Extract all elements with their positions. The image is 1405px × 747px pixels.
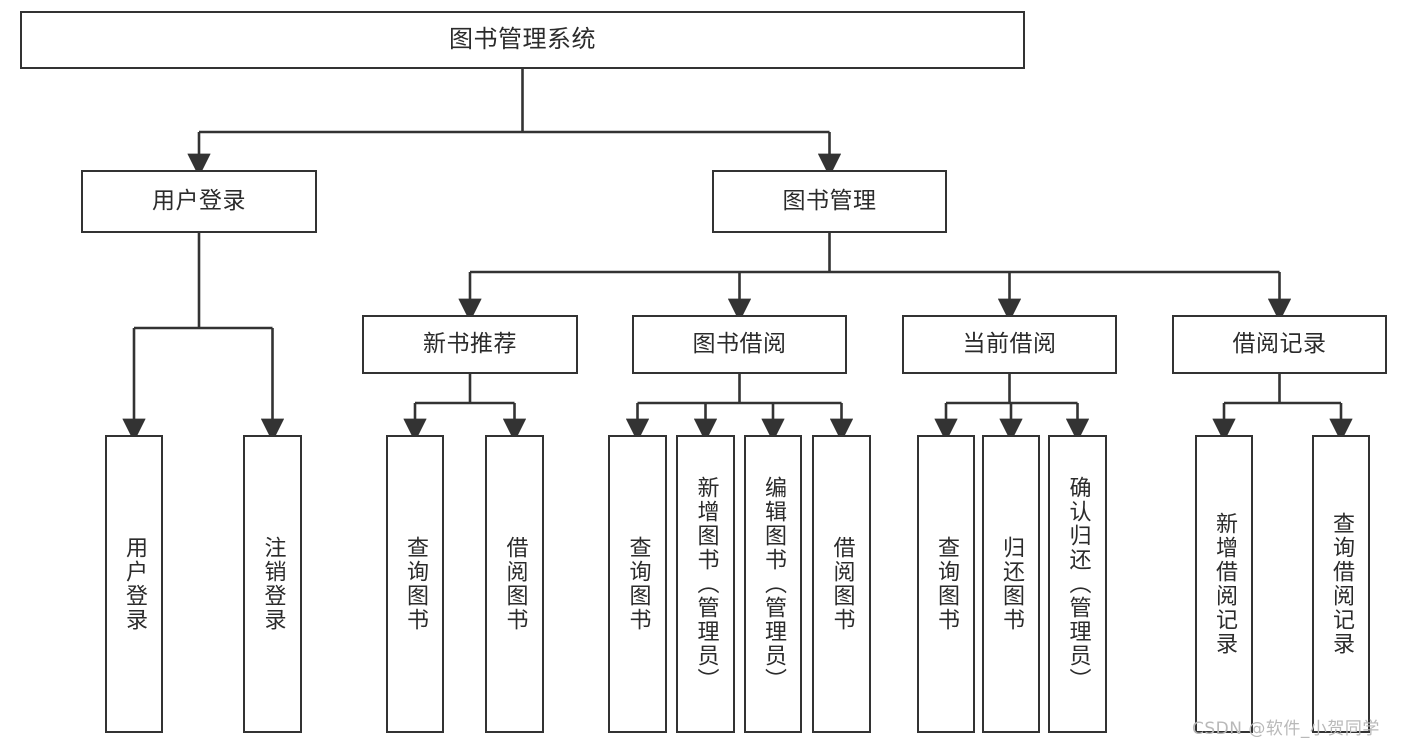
node-label-leaf-logout: 注销登录 [260,536,286,632]
node-leaf-cu-c[interactable]: 确认归还（管理员） [1048,435,1107,733]
node-leaf-bw-b[interactable]: 借阅图书 [812,435,871,733]
node-leaf-bw-add[interactable]: 新增图书（管理员） [676,435,735,733]
node-leaf-cu-r[interactable]: 归还图书 [982,435,1040,733]
node-bookmgmt[interactable]: 图书管理 [712,170,947,233]
node-label-leaf-rc-q: 查询借阅记录 [1329,512,1354,656]
csdn-watermark: CSDN @软件_小贺同学 [1192,719,1380,739]
node-leaf-logout[interactable]: 注销登录 [243,435,302,733]
node-leaf-rc-add[interactable]: 新增借阅记录 [1195,435,1253,733]
node-leaf-login[interactable]: 用户登录 [105,435,163,733]
node-label-leaf-bw-b: 借阅图书 [829,536,855,632]
node-label-current: 当前借阅 [962,331,1057,358]
node-leaf-rc-q[interactable]: 查询借阅记录 [1312,435,1370,733]
node-label-root: 图书管理系统 [449,25,596,54]
node-label-login: 用户登录 [152,188,246,215]
node-label-leaf-cu-q: 查询图书 [934,536,959,632]
connector-group [122,69,1353,442]
node-label-leaf-bw-add: 新增图书（管理员） [693,476,719,692]
node-login[interactable]: 用户登录 [81,170,317,233]
node-label-leaf-nb-b: 借阅图书 [502,536,528,632]
node-leaf-bw-ed[interactable]: 编辑图书（管理员） [744,435,802,733]
node-label-leaf-rc-add: 新增借阅记录 [1212,512,1237,656]
node-borrow[interactable]: 图书借阅 [632,315,847,374]
node-label-leaf-cu-c: 确认归还（管理员） [1065,476,1091,692]
node-label-leaf-cu-r: 归还图书 [999,536,1024,632]
node-label-leaf-login: 用户登录 [122,536,147,632]
node-label-borrow: 图书借阅 [692,331,787,358]
node-label-record: 借阅记录 [1232,331,1327,358]
node-leaf-bw-q[interactable]: 查询图书 [608,435,667,733]
node-label-leaf-nb-q: 查询图书 [403,536,428,632]
node-label-leaf-bw-q: 查询图书 [625,536,651,632]
node-label-leaf-bw-ed: 编辑图书（管理员） [761,476,786,692]
node-leaf-nb-b[interactable]: 借阅图书 [485,435,544,733]
node-record[interactable]: 借阅记录 [1172,315,1387,374]
node-label-newbook: 新书推荐 [423,331,517,358]
node-newbook[interactable]: 新书推荐 [362,315,578,374]
node-leaf-nb-q[interactable]: 查询图书 [386,435,444,733]
node-leaf-cu-q[interactable]: 查询图书 [917,435,975,733]
node-label-bookmgmt: 图书管理 [782,188,877,215]
node-current[interactable]: 当前借阅 [902,315,1117,374]
node-root[interactable]: 图书管理系统 [20,11,1025,69]
